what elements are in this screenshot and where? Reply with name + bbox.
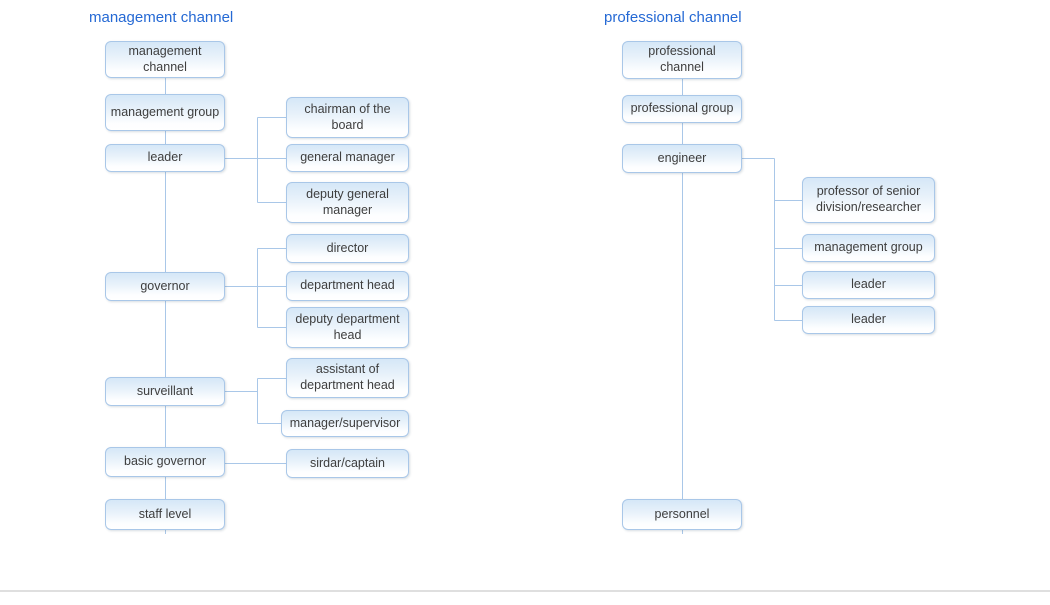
node-professional-channel: professional channel bbox=[622, 41, 742, 79]
node-management-group-right: management group bbox=[802, 234, 935, 262]
node-general-manager: general manager bbox=[286, 144, 409, 172]
node-management-group: management group bbox=[105, 94, 225, 131]
node-engineer: engineer bbox=[622, 144, 742, 173]
node-staff-level: staff level bbox=[105, 499, 225, 530]
node-leader-2: leader bbox=[802, 306, 935, 334]
node-manager-supervisor: manager/supervisor bbox=[281, 410, 409, 437]
management-chart-title: management channel bbox=[89, 9, 234, 26]
professional-chart-title: professional channel bbox=[604, 9, 742, 26]
node-leader: leader bbox=[105, 144, 225, 172]
node-sirdar-captain: sirdar/captain bbox=[286, 449, 409, 478]
node-professional-group: professional group bbox=[622, 95, 742, 123]
node-leader-1: leader bbox=[802, 271, 935, 299]
node-assistant-of-department-head: assistant of department head bbox=[286, 358, 409, 398]
bottom-divider bbox=[0, 590, 1050, 592]
node-personnel: personnel bbox=[622, 499, 742, 530]
node-surveillant: surveillant bbox=[105, 377, 225, 406]
node-department-head: department head bbox=[286, 271, 409, 301]
node-deputy-general-manager: deputy general manager bbox=[286, 182, 409, 223]
node-management-channel: management channel bbox=[105, 41, 225, 78]
node-basic-governor: basic governor bbox=[105, 447, 225, 477]
node-governor: governor bbox=[105, 272, 225, 301]
node-director: director bbox=[286, 234, 409, 263]
node-professor-senior-division-researcher: professor of senior division/researcher bbox=[802, 177, 935, 223]
node-deputy-department-head: deputy department head bbox=[286, 307, 409, 348]
node-chairman-of-the-board: chairman of the board bbox=[286, 97, 409, 138]
